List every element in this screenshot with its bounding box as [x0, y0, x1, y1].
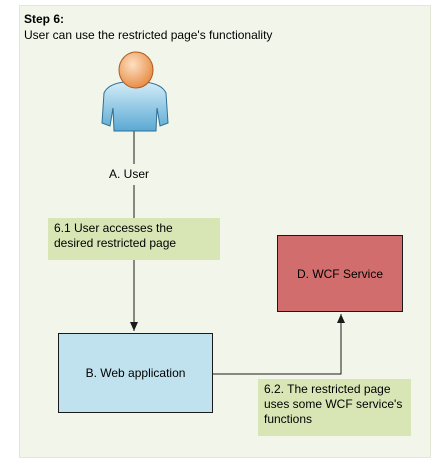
note-wcf-usage-line-3: functions	[264, 412, 313, 426]
step-title: Step 6:	[24, 12, 65, 26]
note-user-access-line-2: desired restricted page	[54, 236, 177, 250]
step-subtitle: User can use the restricted page's funct…	[24, 28, 273, 42]
web-application-label: B. Web application	[85, 366, 186, 380]
user-label: A. User	[109, 167, 150, 181]
note-wcf-usage-line-2: uses some WCF service's	[264, 397, 403, 411]
web-to-wcf-arrow	[213, 314, 345, 375]
note-wcf-usage: 6.2. The restricted page uses some WCF s…	[258, 379, 411, 436]
note-user-access: 6.1 User accesses the desired restricted…	[48, 218, 220, 260]
note-user-access-line-1: 6.1 User accesses the	[54, 221, 173, 235]
note-wcf-usage-line-1: 6.2. The restricted page	[264, 382, 391, 396]
person-head	[118, 51, 154, 89]
person-body	[101, 81, 169, 132]
wcf-service-box: D. WCF Service	[277, 235, 403, 312]
wcf-service-label: D. WCF Service	[296, 266, 383, 281]
web-application-box: B. Web application	[58, 333, 213, 413]
